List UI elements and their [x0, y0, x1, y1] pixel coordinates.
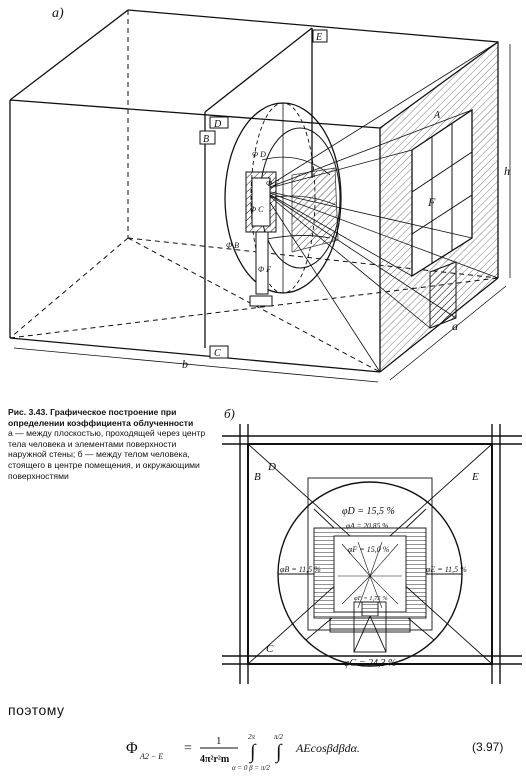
formula-lhs: Φ: [126, 740, 138, 757]
window-panes: [411, 123, 473, 264]
formula-integrand: AEcosβdβdα.: [295, 741, 360, 755]
integral-2: ∫: [274, 741, 283, 764]
plan-label-b: B: [254, 471, 261, 483]
label-phi-b: Φ B: [226, 241, 239, 250]
panel-label-a: а): [52, 6, 64, 21]
formula-den: 4π²r²m: [200, 754, 230, 765]
human-figure: [245, 171, 277, 307]
coef-phi-b: φB = 11,5 %: [280, 565, 321, 574]
formula-limits: α = 0 β = π/2: [232, 764, 270, 772]
formula-eq: =: [184, 741, 192, 756]
label-h: h: [504, 164, 510, 178]
plan-label-c: C: [266, 643, 274, 655]
label-b: B: [203, 134, 209, 145]
label-phi-f: Φ F: [258, 265, 271, 274]
label-phi-e: Φ E: [266, 179, 279, 188]
coef-phi-c: φC = 24,3 %: [344, 658, 396, 669]
floor-projection: [353, 601, 387, 653]
center-fan: [338, 541, 402, 609]
room-walls-plan: [222, 424, 522, 684]
int2-upper: π/2: [274, 733, 283, 741]
figure-b: б) B D E C φD = 15,5 % φA = 20,85 % φF =…: [222, 406, 522, 684]
coef-phi-e: φE = 11,5 %: [426, 565, 467, 574]
caption-body: а — между плоскостью, проходящей через ц…: [8, 428, 206, 481]
sector-lines: [278, 508, 462, 641]
figure-caption: Рис. 3.43. Графическое построение при оп…: [8, 407, 208, 481]
figure-a: а) D B C E A F h a b Φ D Φ B Φ C Φ E Φ F: [9, 6, 511, 383]
plan-label-d: D: [267, 461, 276, 473]
formula-num: 1: [216, 735, 222, 747]
coef-phi-a: φA = 20,85 %: [346, 521, 388, 530]
label-phi-c: Φ C: [250, 205, 264, 214]
projection-rays: [261, 41, 499, 373]
coef-phi-d: φD = 15,5 %: [342, 506, 395, 517]
integral-1: ∫: [248, 741, 257, 764]
label-phi-d: Φ D: [252, 150, 266, 159]
therefore-text: поэтому: [8, 702, 65, 718]
formula-lhs-sub: A2 − E: [139, 752, 163, 761]
formula-3-97: Φ A2 − E = 1 4π²r²m ∫ 2π ∫ π/2 α = 0 β =…: [126, 733, 360, 772]
equation-number: (3.97): [472, 740, 504, 754]
dimension-lines: [13, 44, 511, 383]
label-a-depth: a: [452, 319, 458, 333]
label-d: D: [213, 119, 222, 130]
label-e: E: [315, 32, 322, 43]
label-boxes: [199, 29, 328, 359]
coef-phi-f: φF = 15,0 %: [348, 545, 390, 554]
plan-label-e: E: [471, 471, 479, 483]
coef-phi-f2: φF = 1,75 %: [354, 595, 388, 602]
panel-label-b: б): [224, 406, 235, 421]
label-a-wall: A: [433, 110, 441, 121]
int1-upper: 2π: [248, 733, 256, 741]
label-c: C: [214, 348, 221, 359]
label-f: F: [427, 195, 436, 209]
caption-title: Рис. 3.43. Графическое построение при оп…: [8, 407, 194, 428]
